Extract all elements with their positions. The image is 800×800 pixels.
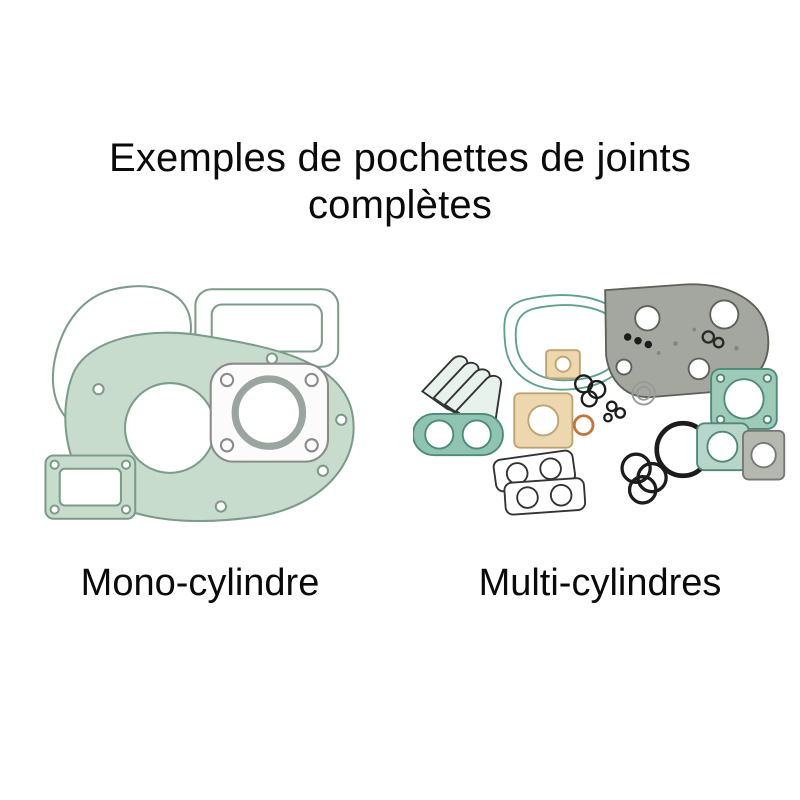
- page-title: Exemples de pochettes de joints complète…: [108, 136, 692, 228]
- small-grey-gasket-icon: [741, 430, 785, 481]
- twin-bore-gasket-icon: [412, 413, 504, 457]
- teal-head-gasket-icon: [695, 368, 778, 472]
- gasket-kit-examples: Mono-cylindre: [0, 277, 800, 605]
- base-gasket-icon: [43, 454, 136, 521]
- mono-cylinder-gasket-kit-illustration: [43, 285, 355, 523]
- medium-o-rings-icon: [619, 452, 668, 505]
- head-gasket-icon: [209, 363, 329, 464]
- small-beige-gasket-icon: [544, 349, 581, 380]
- beige-gasket-icon: [512, 392, 573, 449]
- valve-seal-rings-icon: [701, 330, 724, 349]
- black-washers-icon: [623, 333, 652, 349]
- white-base-gaskets-icon: [492, 450, 586, 516]
- multi-cylinder-label: Multi-cylindres: [478, 562, 722, 605]
- shim-rings-icon: [630, 381, 656, 406]
- mono-cylinder-figure: Mono-cylindre: [5, 277, 395, 605]
- multi-cylinder-figure: Multi-cylindres: [405, 277, 795, 605]
- copper-washer-icon: [572, 414, 594, 437]
- small-o-rings-icon: [573, 374, 626, 423]
- mono-cylinder-label: Mono-cylindre: [80, 562, 320, 605]
- multi-cylinder-gasket-kit-illustration: [412, 283, 785, 516]
